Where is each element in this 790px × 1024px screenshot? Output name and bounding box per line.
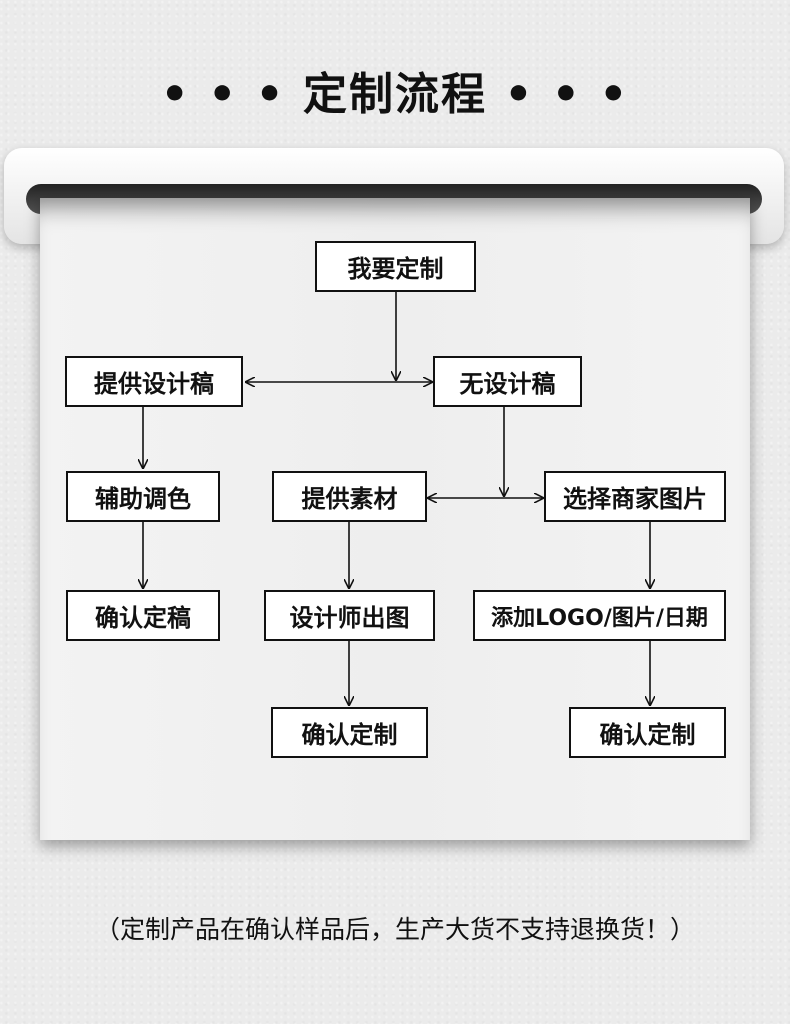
node-designer-output: 设计师出图 — [264, 590, 435, 641]
node-assist-color: 辅助调色 — [66, 471, 220, 522]
node-confirm-custom-right: 确认定制 — [569, 707, 726, 758]
node-add-logo: 添加LOGO/图片/日期 — [473, 590, 726, 641]
node-provide-draft: 提供设计稿 — [65, 356, 243, 407]
node-confirm-custom-mid: 确认定制 — [271, 707, 428, 758]
node-confirm-draft: 确认定稿 — [66, 590, 220, 641]
node-no-draft: 无设计稿 — [433, 356, 582, 407]
footnote-notice: （定制产品在确认样品后，生产大货不支持退换货！） — [94, 915, 695, 944]
node-provide-material: 提供素材 — [272, 471, 427, 522]
page-title: • • • 定制流程 • • • — [160, 69, 630, 120]
node-choose-image: 选择商家图片 — [544, 471, 726, 522]
node-start: 我要定制 — [315, 241, 476, 292]
